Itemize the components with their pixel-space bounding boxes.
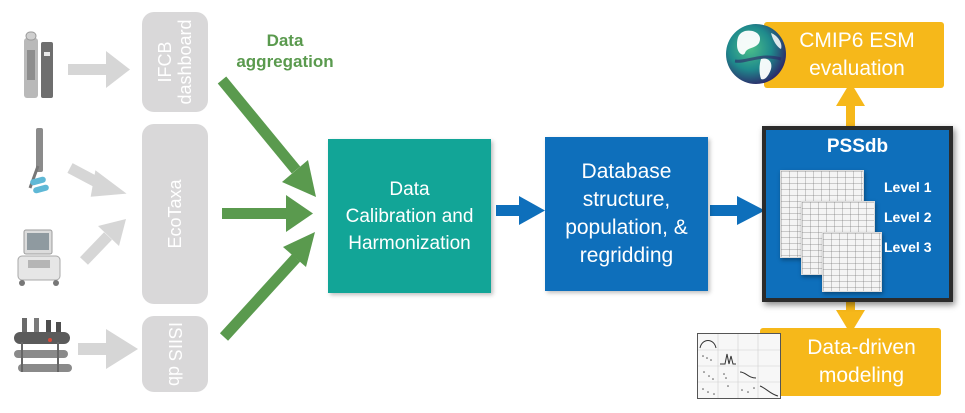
- repo-isiis-db-label: ISIIS db: [165, 321, 185, 387]
- blue-arrow-database-to-pssdb: [710, 196, 765, 225]
- blue-arrow-calibration-to-database: [496, 196, 545, 225]
- green-arrow-middle: [222, 195, 313, 232]
- grey-arrow-isiis: [78, 329, 138, 369]
- green-arrow-bottom: [219, 232, 315, 341]
- isiis-instrument-icon: [8, 314, 72, 386]
- ifcb-instrument-icon: [22, 30, 56, 100]
- data-driven-modeling-box: Data-driven modeling: [760, 328, 941, 396]
- gold-arrow-down-to-modeling: [836, 298, 865, 334]
- gold-arrow-up-to-cmip: [836, 82, 865, 126]
- level-2-label: Level 2: [884, 209, 932, 225]
- repo-ifcb-dashboard-label: IFCB dashboard: [155, 19, 195, 105]
- grey-arrow-uvp: [67, 163, 127, 197]
- grey-arrow-zooscan: [80, 219, 126, 265]
- repo-isiis-db: ISIIS db: [142, 316, 208, 392]
- level-3-grid-icon: [822, 232, 882, 292]
- uvp-instrument-icon: [22, 126, 56, 196]
- cmip6-esm-evaluation-box: CMIP6 ESM evaluation: [764, 22, 944, 88]
- green-arrow-top: [217, 76, 316, 197]
- calibration-harmonization-box: Data Calibration and Harmonization: [328, 139, 491, 293]
- pairplot-thumbnail-icon: [697, 333, 781, 399]
- pssdb-box: PSSdb Level 1 Level 2 Level 3: [762, 126, 953, 302]
- data-aggregation-label: Data aggregation: [236, 31, 334, 71]
- level-1-label: Level 1: [884, 179, 932, 195]
- level-3-label: Level 3: [884, 239, 932, 255]
- repo-ecotaxa-label: EcoTaxa: [165, 179, 185, 249]
- globe-icon: [725, 23, 787, 85]
- database-structure-box: Database structure, population, & regrid…: [545, 137, 708, 291]
- grey-arrow-ifcb: [68, 51, 130, 88]
- repo-ecotaxa: EcoTaxa: [142, 124, 208, 304]
- pssdb-title: PSSdb: [826, 136, 889, 157]
- zooscan-instrument-icon: [16, 228, 62, 288]
- repo-ifcb-dashboard: IFCB dashboard: [142, 12, 208, 112]
